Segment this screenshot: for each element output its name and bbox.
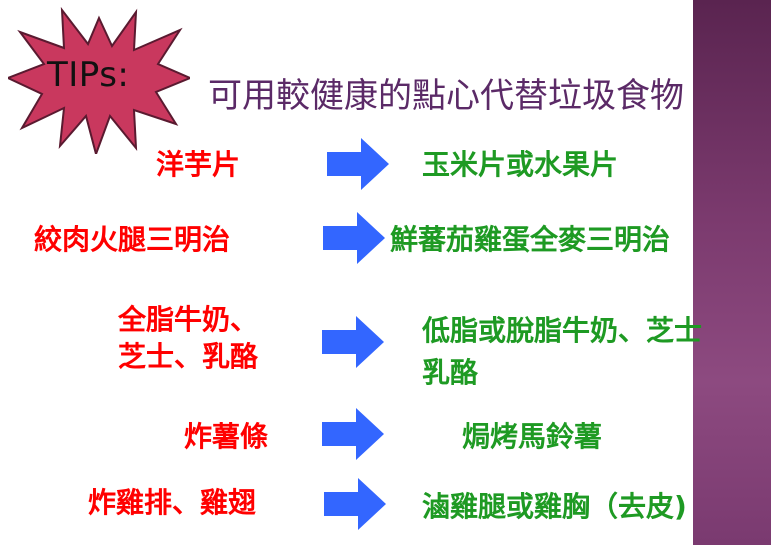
arrow-right-icon: [324, 478, 386, 530]
starburst-icon: [8, 6, 190, 154]
healthy-item-3-line-1: 低脂或脫脂牛奶、芝士: [422, 314, 703, 347]
unhealthy-item-4: 炸薯條: [184, 420, 269, 453]
unhealthy-item-3-line-2: 芝士、乳酪: [118, 340, 259, 373]
arrow-right-icon: [322, 316, 384, 368]
slide-title: 可用較健康的點心代替垃圾食物: [208, 76, 684, 116]
healthy-item-4: 焗烤馬鈴薯: [462, 420, 603, 453]
unhealthy-item-5: 炸雞排、雞翅: [88, 486, 257, 519]
tips-label: TIPs:: [47, 55, 130, 95]
healthy-item-1: 玉米片或水果片: [422, 148, 619, 181]
arrow-right-icon: [327, 138, 389, 190]
arrow-right-icon: [323, 212, 385, 264]
unhealthy-item-1: 洋芋片: [156, 148, 241, 181]
healthy-item-3-line-2: 乳酪: [422, 356, 479, 389]
unhealthy-item-3-line-1: 全脂牛奶、: [118, 303, 259, 336]
decorative-sidebar: [693, 0, 771, 545]
unhealthy-item-2: 絞肉火腿三明治: [34, 223, 231, 256]
arrow-right-icon: [322, 408, 384, 460]
healthy-item-2: 鮮蕃茄雞蛋全麥三明治: [390, 223, 671, 256]
healthy-item-5: 滷雞腿或雞胸（去皮): [422, 490, 687, 523]
